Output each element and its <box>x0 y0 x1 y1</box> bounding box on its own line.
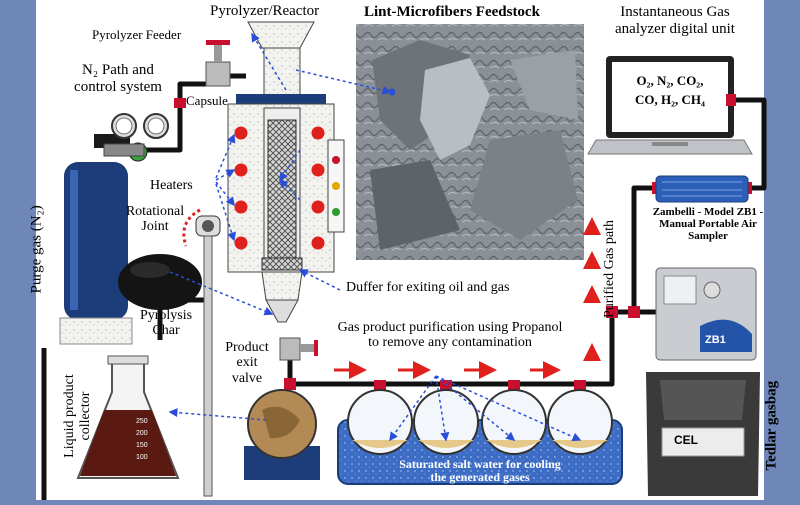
salt-water-label-line2: the generated gases <box>430 470 530 485</box>
tedlar-label: Tedlar gasbag <box>763 380 780 471</box>
duffer-label: Duffer for exiting oil and gas <box>346 280 510 295</box>
analyzer-label-line1: Instantaneous Gas <box>620 4 730 20</box>
rotational-joint <box>195 215 221 497</box>
pipe-regulator <box>144 104 183 153</box>
pyrolysis-char <box>118 254 202 310</box>
heaters-label: Heaters <box>150 178 193 193</box>
pointer-lines <box>168 32 582 442</box>
pipe-purified-gas <box>290 185 656 387</box>
purge-gas-cylinder <box>59 134 133 345</box>
exit-valve-label-line2: exit <box>236 355 258 371</box>
flow-arrows <box>334 217 601 379</box>
rotational-joint-label-line2: Joint <box>141 219 169 235</box>
cel-badge: CEL <box>674 433 698 447</box>
rotation-indicator <box>182 208 201 247</box>
sampler-label-line3: Sampler <box>688 230 728 243</box>
analyzer-label-line2: analyzer digital unit <box>615 20 735 37</box>
flask-mark: 150 <box>136 442 148 449</box>
gas-flow-meter <box>655 175 749 203</box>
gases-line1: O₂, N₂, CO₂, <box>636 73 704 88</box>
sampler-label-line2: Manual Portable Air <box>659 218 757 231</box>
reactor-label: Pyrolyzer/Reactor <box>210 3 320 19</box>
feeder-label: Pyrolyzer Feeder <box>92 27 182 42</box>
purification-label-line1: Gas product purification using Propanol <box>337 320 563 335</box>
pyrolysis-char-label: Pyrolysis Char <box>126 308 206 339</box>
liquid-collector-label-line2: collector <box>78 391 93 441</box>
char-collector-flask <box>244 389 320 480</box>
exit-valve-label: Product exit valve <box>214 340 280 386</box>
zb1-badge: ZB1 <box>705 334 726 346</box>
salt-water-label-line1: Saturated salt water for cooling <box>399 457 561 471</box>
feedstock-photo <box>356 24 584 260</box>
product-exit-valve <box>279 337 318 361</box>
liquid-collector-label-line1: Liquid product <box>62 374 77 458</box>
flask-mark: 200 <box>136 430 148 437</box>
pyrolysis-char-label-line2: Char <box>152 323 180 339</box>
n2-path-label-line2: control system <box>74 78 162 95</box>
zb1-air-sampler <box>655 267 757 361</box>
analyzer-label: Instantaneous Gas analyzer digital unit <box>590 4 760 37</box>
n2-path-label: N₂ Path and control system <box>52 62 184 95</box>
sampler-label: Zambelli - Model ZB1 - Manual Portable A… <box>640 206 776 242</box>
purified-gas-label: Purified Gas path <box>602 220 617 318</box>
capsule-valve <box>205 40 231 87</box>
purification-bubblers <box>347 389 613 455</box>
sampler-label-line1: Zambelli - Model ZB1 - <box>652 206 764 218</box>
purification-label-line2: to remove any contamination <box>368 335 532 351</box>
flask-mark: 100 <box>136 454 148 461</box>
exit-valve-label-line1: Product <box>225 340 269 355</box>
purge-gas-label: Purge gas (N₂) <box>28 205 45 294</box>
capsule-label: Capsule <box>186 93 228 108</box>
exit-valve-label-line3: valve <box>231 370 263 386</box>
pipe-analyzer-sampler <box>734 97 767 191</box>
pyrolysis-char-label-line1: Pyrolysis <box>139 308 193 323</box>
flask-mark: 250 <box>136 418 148 425</box>
rotational-joint-label-line1: Rotational <box>125 204 185 219</box>
pipes <box>41 73 767 500</box>
gases-line2: CO, H₂, CH₄ <box>635 91 705 107</box>
heater-elements <box>234 126 325 250</box>
analyzer-screen-readout: O₂, N₂, CO₂, CO, H₂, CH₄ <box>612 72 728 110</box>
tedlar-gasbag <box>646 372 760 496</box>
n2-regulator <box>103 113 169 162</box>
salt-water-label: Saturated salt water for cooling the gen… <box>340 457 620 485</box>
n2-path-label-line1: N₂ Path and <box>82 62 154 78</box>
purification-label: Gas product purification using Propanol … <box>320 320 580 351</box>
feedstock-label: Lint-Microfibers Feedstock <box>364 4 540 20</box>
rotational-joint-label: Rotational Joint <box>112 204 198 235</box>
liquid-product-flask <box>76 355 180 479</box>
gas-analyzer-laptop <box>587 56 753 155</box>
liquid-collector-label: Liquid product collector <box>62 358 94 474</box>
